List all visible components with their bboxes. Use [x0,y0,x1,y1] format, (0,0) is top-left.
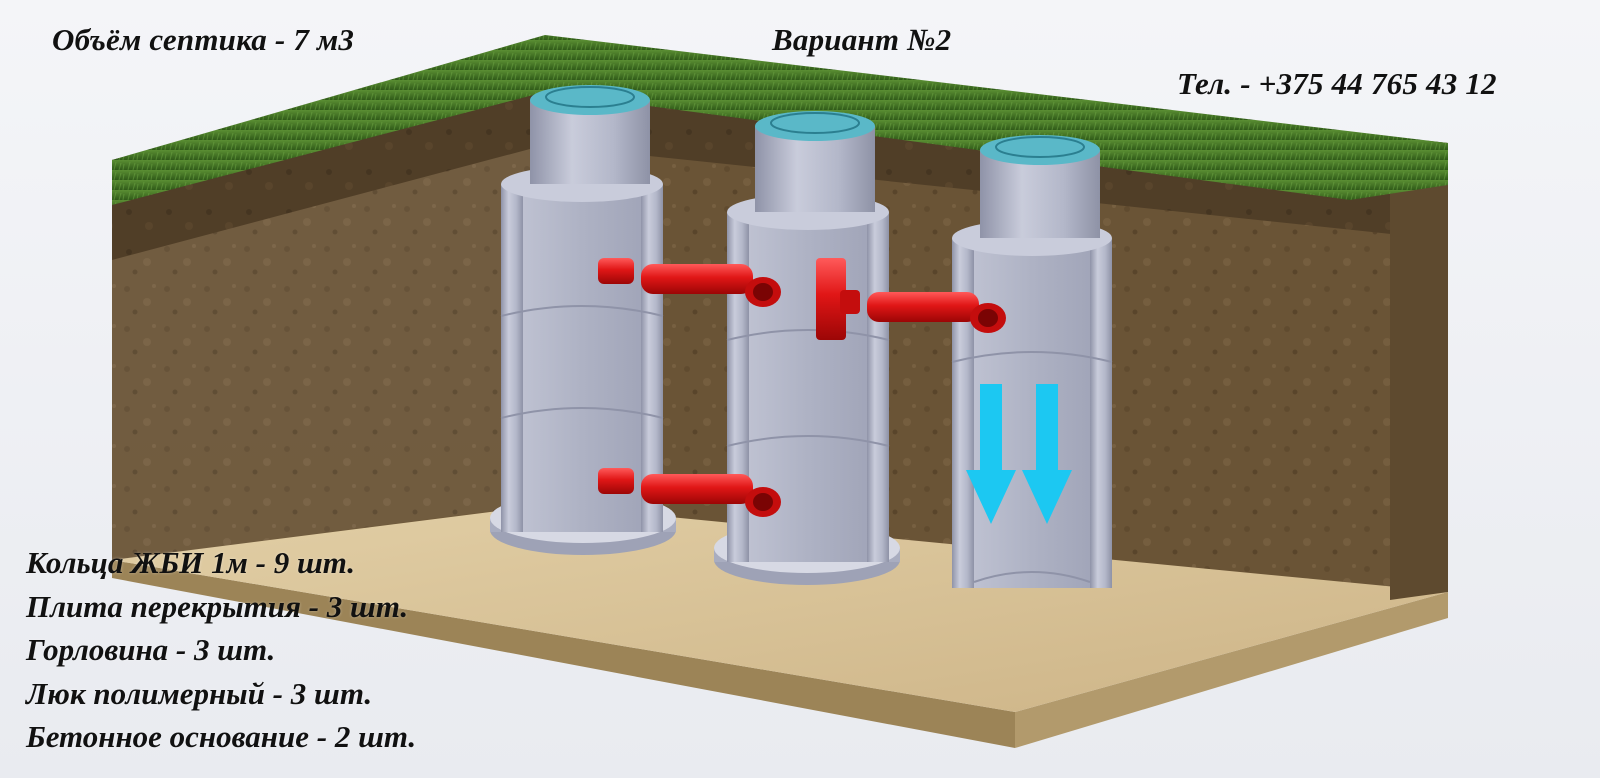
parts-list-item: Кольца ЖБИ 1м - 9 шт. [26,545,356,580]
pipes [598,258,1006,517]
parts-list-item: Бетонное основание - 2 шт. [26,719,417,754]
sand-base-front [1015,592,1448,748]
tank-3 [951,135,1113,588]
flow-down-arrow-icon [966,384,1016,524]
sand-floor [112,502,1448,712]
flow-arrows [966,384,1072,524]
soil-right-edge [1390,143,1448,600]
manhole-hatch-icon [755,111,875,141]
parts-list-item: Горловина - 3 шт. [26,632,276,667]
variant-label: Вариант №2 [772,22,952,57]
parts-list-item: Плита перекрытия - 3 шт. [26,588,409,624]
manhole-hatch-icon [530,85,650,115]
parts-list-item: Люк полимерный - 3 шт. [26,675,373,711]
flow-down-arrow-icon [1022,384,1072,524]
phone-label: Тел. - +375 44 765 43 12 [1177,66,1497,101]
tank-1 [490,85,676,555]
manhole-hatch-icon [980,135,1100,165]
volume-label: Объём септика - 7 м3 [52,22,355,57]
sand-base-left [112,560,1015,748]
parts-list: Кольца ЖБИ 1м - 9 шт. Плита перекрытия -… [26,541,416,759]
